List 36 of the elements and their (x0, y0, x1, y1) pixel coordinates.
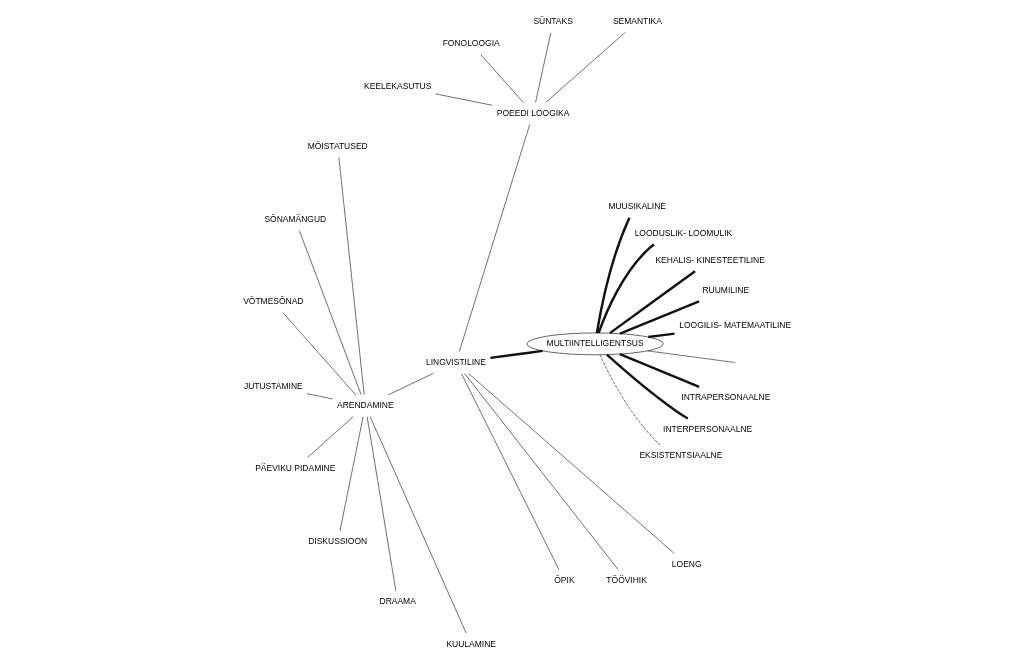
connector (608, 270, 696, 335)
node-text: LOENG (671, 558, 702, 569)
node-text: LINGVISTILINE (425, 356, 486, 367)
node-text: JUTUSTAMINE (243, 380, 303, 391)
node-text: SÜNTAKS (532, 16, 573, 27)
connector (619, 300, 699, 335)
node-ellipse: MULTIINTELLIGENTSUS (526, 332, 664, 356)
connector (595, 217, 631, 334)
node-text: LOOGILIS- MATEMAATILINE (678, 319, 791, 330)
node-text: TÖÖVIHIK (605, 574, 647, 585)
node-text: MUUSIKALINE (607, 201, 666, 212)
node-text: KEELEKASUTUS (363, 80, 431, 91)
node-text: KUULAMINE (445, 638, 496, 649)
node-text: LOODUSLIK- LOOMULIK (634, 227, 732, 238)
node-text: SÕNAMÄNGUD (263, 214, 326, 224)
node-text: ÕPIK (553, 574, 575, 585)
node-text: DISKUSSIOON (307, 536, 367, 547)
connector (489, 349, 543, 360)
node-text: EKSISTENTSIAALNE (638, 450, 722, 461)
connector (618, 352, 700, 388)
node-text: POEEDI LOOGIKA (496, 107, 569, 118)
connector (646, 350, 735, 363)
node-text: INTERPERSONAALNE (662, 423, 752, 434)
node-text: ARENDAMINE (336, 400, 394, 411)
node-text: FONOLOOGIA (442, 38, 500, 49)
connector (647, 332, 675, 339)
node-text: VÕTMESÕNAD (242, 295, 303, 306)
connector (597, 243, 655, 334)
node-text: SEMANTIKA (612, 15, 662, 26)
node-text: INTRAPERSONAALNE (680, 392, 770, 403)
node-text: MÕISTATUSED (307, 140, 368, 151)
node-text: RUUMILINE (702, 284, 749, 295)
node-text: KEHALIS- KINESTEETILINE (654, 254, 765, 265)
node-text: PÄEVIKU PIDAMINE (254, 462, 335, 473)
node-text: DRAAMA (379, 596, 416, 607)
connector (605, 353, 688, 420)
